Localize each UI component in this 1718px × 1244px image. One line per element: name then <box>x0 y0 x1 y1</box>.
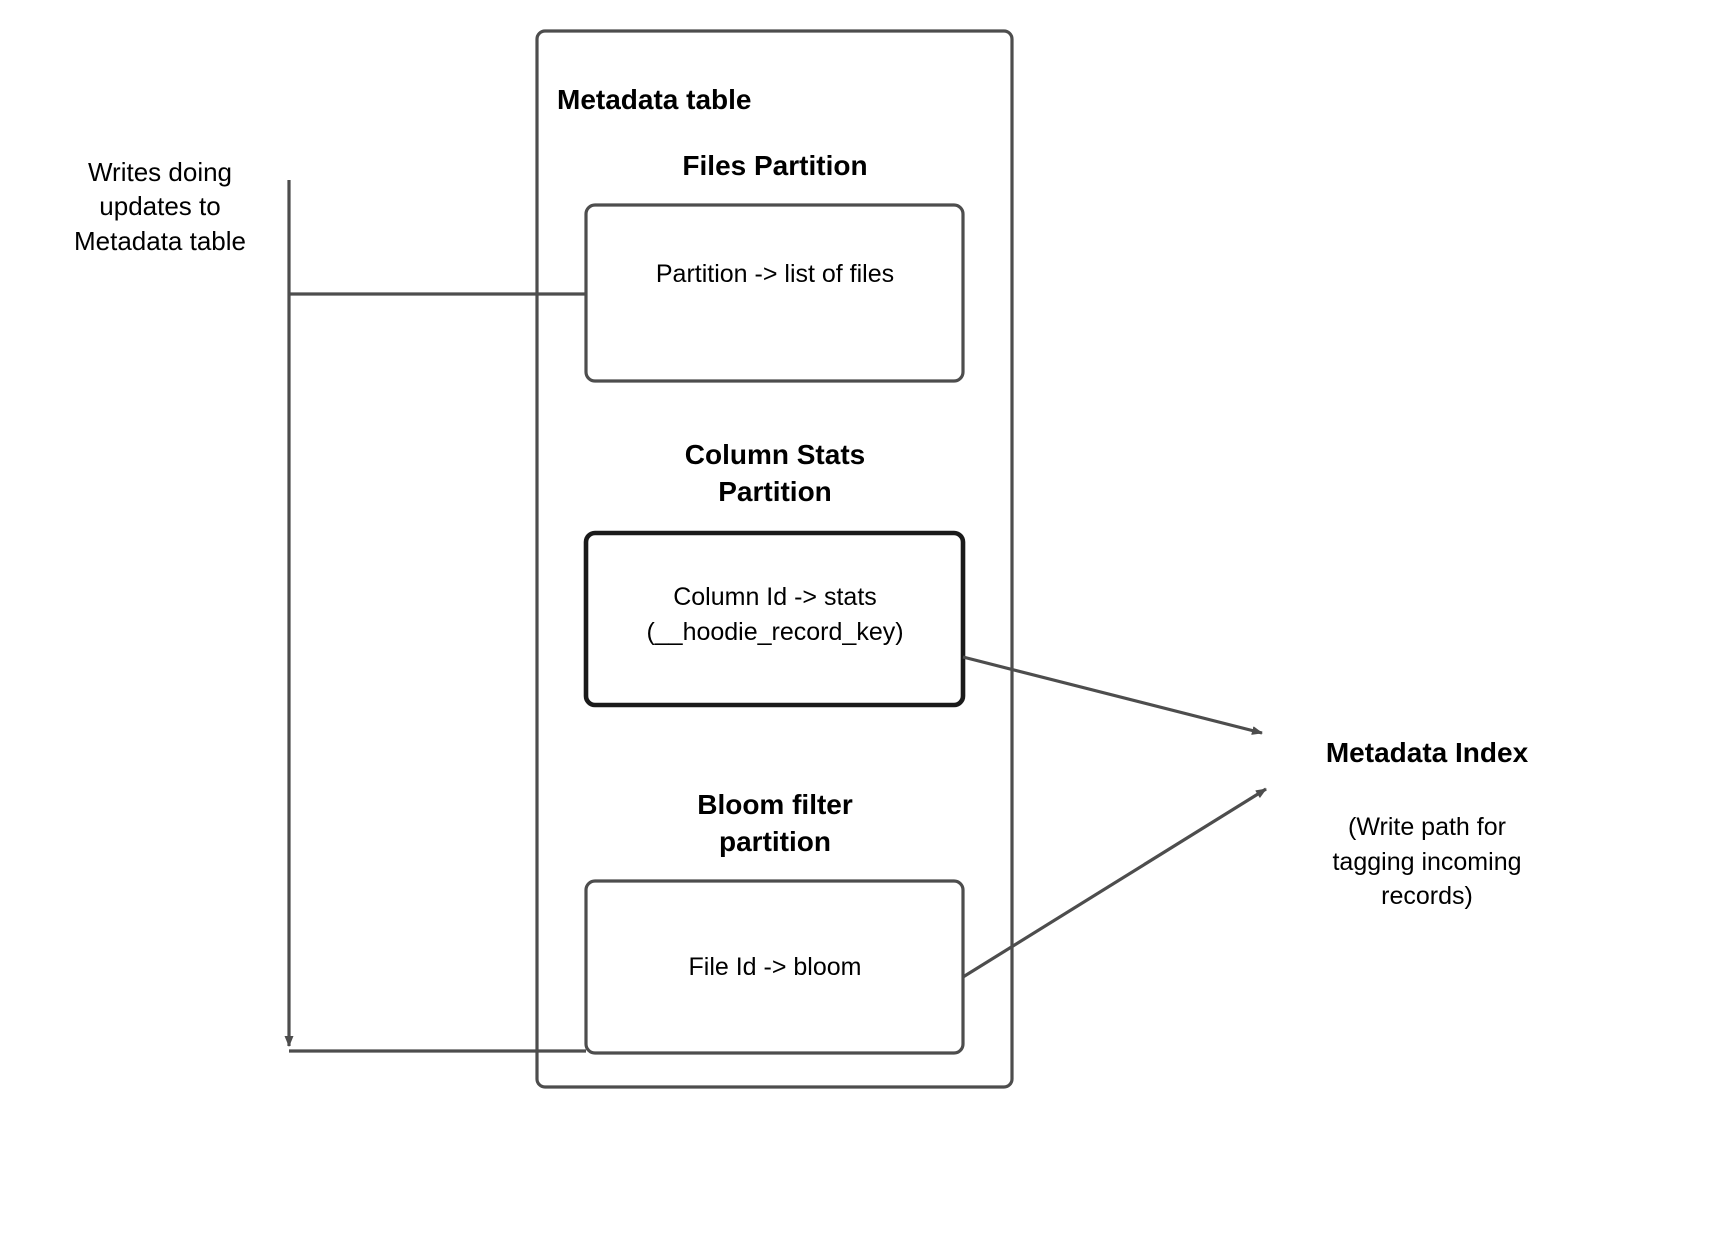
column-stats-partition-heading: Column Stats Partition <box>684 439 866 507</box>
files-partition-box <box>584 203 965 383</box>
bloom-filter-partition-heading: Bloom filter partition <box>697 789 853 857</box>
writes-doing-updates-label: Writes doing updates to Metadata table <box>73 157 246 256</box>
files-partition-heading: Files Partition <box>682 150 868 181</box>
metadata-table-container <box>535 29 1014 1089</box>
column-stats-box-text: Column Id -> stats (__hoodie_record_key) <box>646 583 904 646</box>
files-partition-box-text: Partition -> list of files <box>655 260 895 288</box>
metadata-index-caption: (Write path for tagging incoming records… <box>1332 813 1522 910</box>
bloom-filter-to-index-arrow <box>962 787 1267 979</box>
column-stats-to-index-arrow <box>962 655 1263 735</box>
metadata-table-title: Metadata table <box>557 84 752 115</box>
metadata-index-title: Metadata Index <box>1325 737 1529 768</box>
bloom-filter-box-text: File Id -> bloom <box>688 953 862 981</box>
